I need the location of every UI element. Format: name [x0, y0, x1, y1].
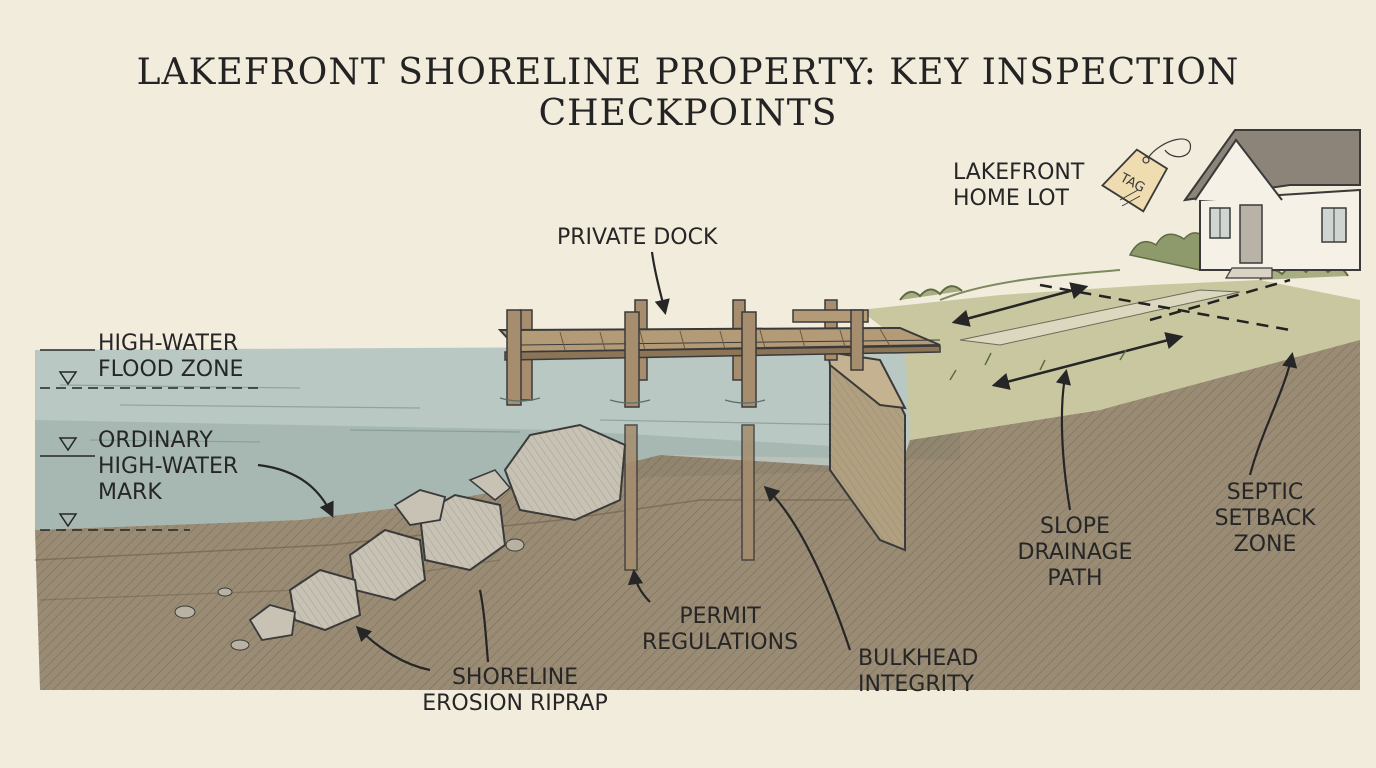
private-dock-arrow [650, 251, 670, 316]
permit-regulations-label: PERMIT REGULATIONS [641, 604, 799, 655]
slope-drainage-path-label: SLOPE DRAINAGE PATH [1017, 514, 1133, 591]
private-dock-label: PRIVATE DOCK [557, 225, 718, 250]
bulkhead-wall [826, 350, 907, 552]
bulkhead-integrity-arrow [763, 485, 852, 651]
high-water-flood-zone-label: HIGH-WATER FLOOD ZONE [98, 331, 244, 382]
riprap-arrow [355, 625, 431, 672]
ordinary-high-water-mark-label: ORDINARY HIGH-WATER MARK [98, 428, 239, 505]
lakefront-home-lot-label: LAKEFRONT HOME LOT [953, 160, 1085, 211]
bulkhead-integrity-label: BULKHEAD INTEGRITY [858, 646, 979, 697]
septic-setback-zone-label: SEPTIC SETBACK ZONE [1214, 480, 1316, 557]
slope-drainage-arrow [1055, 368, 1072, 511]
riprap-leader [478, 589, 490, 663]
lawn-slope [860, 232, 1360, 440]
riprap-rocks [174, 423, 627, 651]
private-dock [497, 299, 941, 571]
lakefront-house [1182, 129, 1361, 279]
septic-setback-arrow [1248, 351, 1298, 476]
page-title: LAKEFRONT SHORELINE PROPERTY: KEY INSPEC… [136, 52, 1240, 134]
lake-water [35, 345, 960, 530]
permit-regulations-arrow [627, 568, 651, 603]
tag-icon: TAG [1100, 138, 1191, 213]
water-level-markers [40, 349, 260, 531]
callout-arrows [257, 251, 1298, 672]
shoreline-erosion-riprap-label: SHORELINE EROSION RIPRAP [422, 665, 608, 716]
ohwm-arrow [257, 463, 334, 518]
